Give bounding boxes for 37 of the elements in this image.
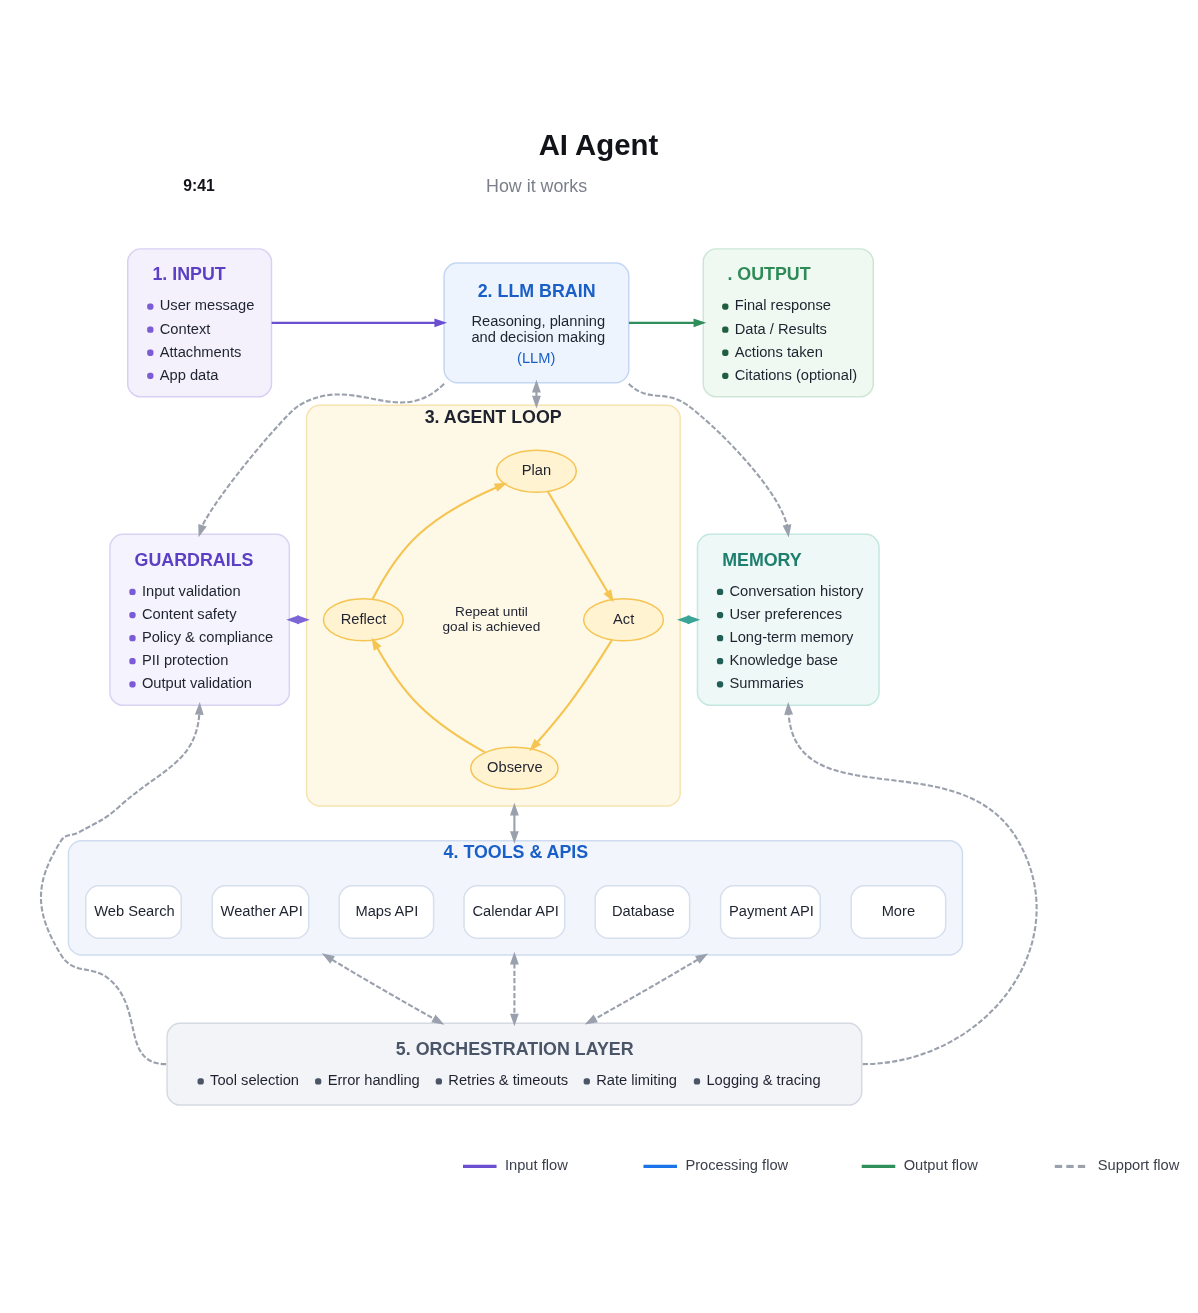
legend-label: Processing flow bbox=[685, 1157, 789, 1174]
arrow bbox=[271, 318, 448, 328]
node-ellipse: Act bbox=[582, 598, 665, 642]
node-ellipse: Reflect bbox=[322, 598, 404, 642]
node-box: Payment API bbox=[719, 885, 821, 939]
arrow bbox=[628, 318, 707, 328]
node-box: 2. LLM BRAIN Reasoning, planning and decision making (LLM) bbox=[443, 262, 630, 384]
arrow bbox=[40, 702, 204, 1066]
arrow bbox=[510, 951, 519, 1027]
node-box: 5. ORCHESTRATION LAYER Tool selection Error handling Retries & timeouts Rate limiting Logging & tracing bbox=[166, 1022, 863, 1106]
node-box: . OUTPUT Final response Data / Results Actions taken Citations (optional) bbox=[702, 248, 874, 398]
node-box: MEMORY Conversation history User preferences Long-term memory Knowledge base Summaries bbox=[696, 533, 880, 707]
node-box: Weather API bbox=[211, 885, 310, 939]
diagram-title: AI Agent bbox=[538, 127, 659, 161]
arrow bbox=[628, 382, 792, 538]
node-box: GUARDRAILS Input validation Content safety Policy & compliance PII protection Output validation bbox=[109, 533, 291, 707]
arrow bbox=[371, 637, 486, 754]
arrow bbox=[321, 953, 445, 1025]
node-box: Maps API bbox=[338, 885, 435, 939]
arrow bbox=[784, 702, 1038, 1066]
node-box: More bbox=[850, 885, 947, 939]
arrow bbox=[584, 953, 709, 1025]
arrow bbox=[198, 382, 445, 538]
legend-label: Support flow bbox=[1097, 1157, 1180, 1174]
legend-label: Output flow bbox=[903, 1157, 978, 1174]
label: How it works bbox=[486, 176, 588, 197]
legend-label: Input flow bbox=[504, 1157, 568, 1174]
label: Repeat until goal is achieved bbox=[442, 604, 541, 634]
node-box: Web Search bbox=[85, 885, 182, 939]
arrow bbox=[546, 490, 614, 603]
node-box: 1. INPUT User message Context Attachments App data bbox=[127, 248, 273, 398]
node-ellipse: Observe bbox=[470, 746, 559, 790]
arrow bbox=[371, 482, 508, 600]
arrow bbox=[529, 639, 613, 752]
node-box: Calendar API bbox=[463, 885, 566, 939]
label: 9:41 bbox=[183, 176, 215, 194]
node-box: Database bbox=[594, 885, 691, 939]
